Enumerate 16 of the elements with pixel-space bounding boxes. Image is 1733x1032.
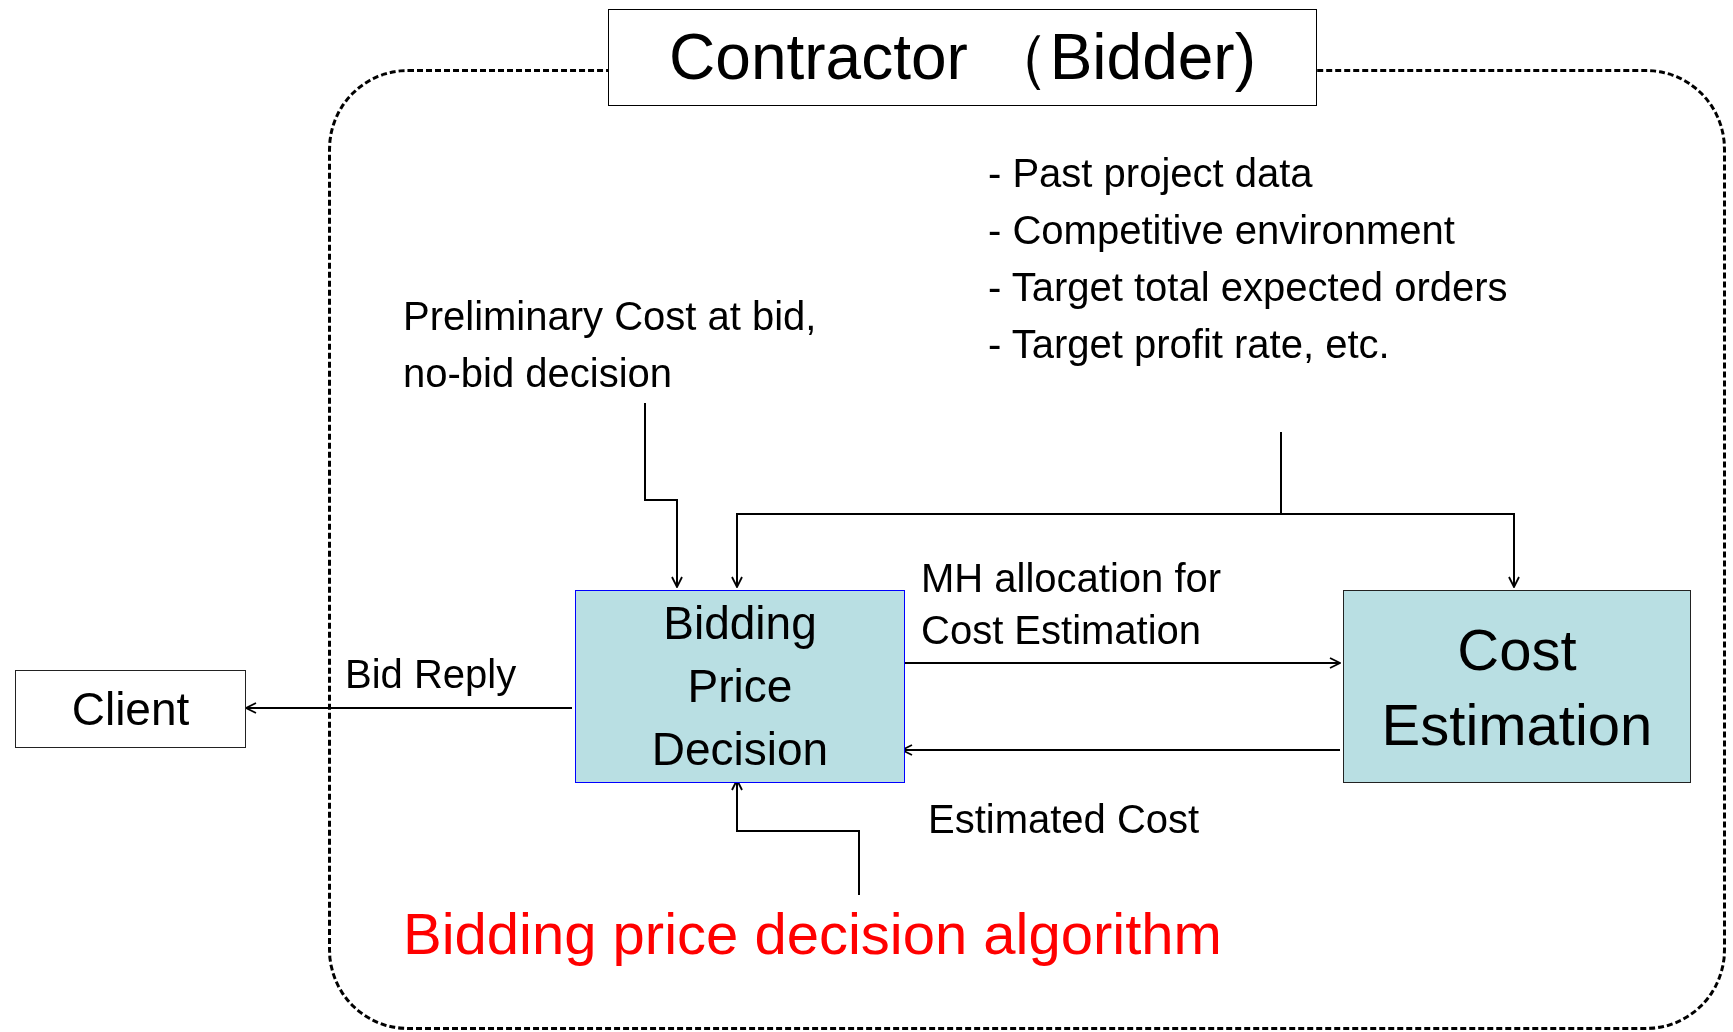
box-label: Bidding Price Decision — [650, 596, 830, 777]
annotation-text: Preliminary Cost at bid, no-bid decision — [403, 293, 818, 397]
algorithm-text: Bidding price decision algorithm — [403, 900, 1223, 968]
arrow — [245, 702, 573, 714]
arrow — [644, 402, 683, 588]
external-box — [15, 670, 246, 748]
box-label: Client — [71, 682, 190, 737]
process-box — [1343, 590, 1691, 783]
list-item: - Target total expected orders — [988, 264, 1509, 311]
list-item: - Past project data — [988, 150, 1314, 197]
box-label: Cost Estimation — [1380, 615, 1654, 759]
arrow — [1280, 431, 1520, 588]
process-box — [575, 590, 905, 783]
list-item: - Competitive environment — [988, 207, 1456, 254]
list-item: - Target profit rate, etc. — [988, 321, 1391, 368]
title-label: Contractor （Bidder) — [608, 9, 1317, 106]
